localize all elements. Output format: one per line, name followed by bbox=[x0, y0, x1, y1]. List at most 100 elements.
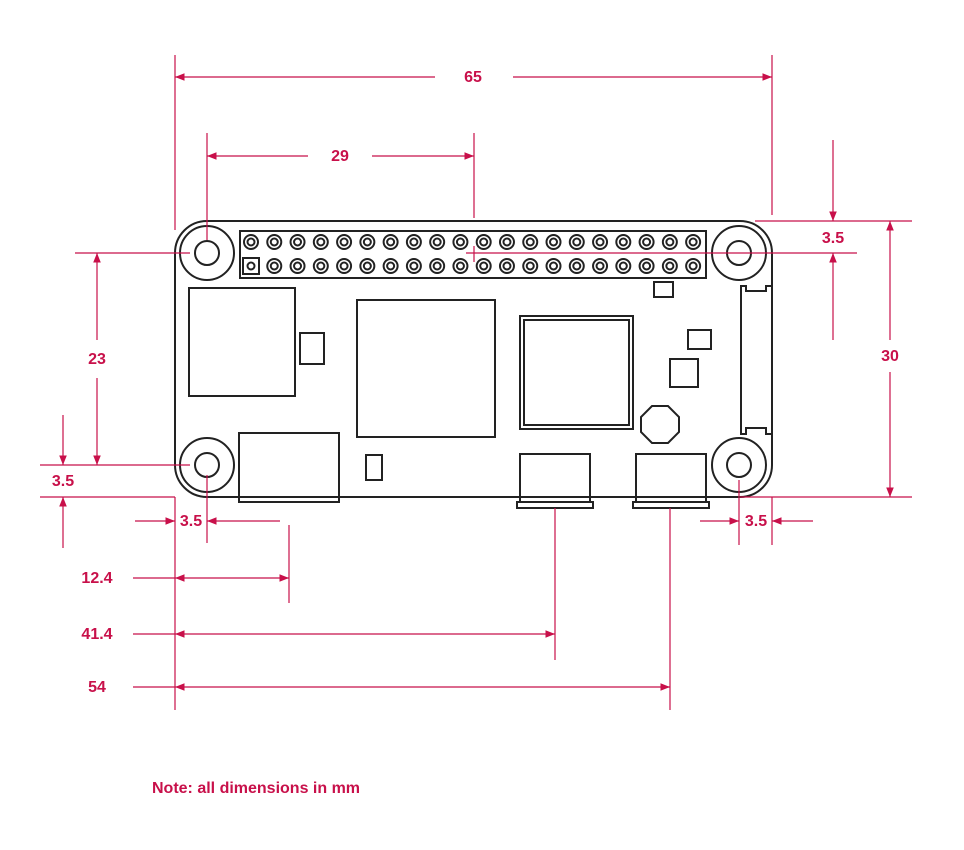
component bbox=[669, 358, 699, 388]
gpio-header bbox=[239, 230, 707, 279]
gpio-pin-hole bbox=[688, 237, 698, 247]
chip bbox=[519, 315, 634, 430]
gpio-pin bbox=[475, 234, 492, 250]
gpio-pin bbox=[289, 234, 306, 250]
gpio-pin-hole bbox=[316, 237, 326, 247]
gpio-pin-hole bbox=[479, 261, 489, 271]
gpio-pin bbox=[615, 258, 632, 274]
gpio-pin bbox=[568, 234, 585, 250]
gpio-pin-hole bbox=[572, 237, 582, 247]
usb-power-port bbox=[635, 453, 707, 503]
gpio-pin-hole bbox=[502, 237, 512, 247]
dim-hole-spacing: 23 bbox=[88, 351, 106, 368]
gpio-pin-hole bbox=[362, 261, 372, 271]
gpio-pin-hole bbox=[432, 237, 442, 247]
gpio-pin bbox=[592, 234, 609, 250]
gpio-pin bbox=[452, 234, 469, 250]
component bbox=[188, 287, 296, 397]
dimension-labels: 65 29 3.5 30 23 3.5 3.5 12.4 41.4 54 3.5… bbox=[52, 69, 899, 797]
gpio-pin bbox=[545, 234, 562, 250]
gpio-pin bbox=[266, 258, 283, 274]
dim-hole-offset-top-right: 3.5 bbox=[822, 230, 844, 247]
gpio-pin-hole bbox=[595, 237, 605, 247]
gpio-pin-hole bbox=[293, 261, 303, 271]
gpio-pin-hole bbox=[502, 261, 512, 271]
gpio-pin bbox=[336, 234, 353, 250]
gpio-pin bbox=[522, 234, 539, 250]
gpio-pin-hole bbox=[549, 261, 559, 271]
gpio-pin-hole bbox=[386, 261, 396, 271]
gpio-pin bbox=[615, 234, 632, 250]
gpio-pin-hole bbox=[339, 237, 349, 247]
gpio-pin bbox=[522, 258, 539, 274]
gpio-pin bbox=[475, 258, 492, 274]
gpio-pin bbox=[498, 258, 515, 274]
dim-board-height: 30 bbox=[881, 348, 899, 365]
component bbox=[687, 329, 712, 350]
gpio-pin-hole bbox=[432, 261, 442, 271]
dim-connector-3: 54 bbox=[88, 679, 106, 696]
gpio-pin bbox=[661, 234, 678, 250]
gpio-pin bbox=[243, 234, 259, 250]
component bbox=[640, 405, 680, 444]
camera-connector bbox=[740, 285, 772, 435]
component bbox=[365, 454, 383, 481]
dim-hole-offset-left: 3.5 bbox=[52, 473, 74, 490]
gpio-pin bbox=[405, 234, 422, 250]
gpio-pin-hole bbox=[269, 261, 279, 271]
gpio-pin bbox=[592, 258, 609, 274]
gpio-pin-hole bbox=[618, 261, 628, 271]
gpio-pin-hole bbox=[479, 237, 489, 247]
gpio-pin-hole bbox=[316, 261, 326, 271]
sd-card-slot bbox=[238, 432, 340, 503]
gpio-pin-hole bbox=[525, 237, 535, 247]
gpio-pin bbox=[382, 234, 399, 250]
component bbox=[653, 281, 674, 298]
gpio-pin-hole bbox=[409, 261, 419, 271]
usb-port bbox=[519, 453, 591, 503]
gpio-pin-hole bbox=[269, 237, 279, 247]
gpio-pin bbox=[638, 258, 655, 274]
gpio-pin-hole bbox=[642, 237, 652, 247]
gpio-pin-hole bbox=[572, 261, 582, 271]
gpio-pin bbox=[685, 234, 702, 250]
gpio-pin bbox=[429, 258, 446, 274]
gpio-pin-hole bbox=[455, 237, 465, 247]
gpio-pin-hole bbox=[455, 261, 465, 271]
gpio-pin-hole bbox=[549, 237, 559, 247]
gpio-pin bbox=[498, 234, 515, 250]
gpio-pin bbox=[266, 234, 283, 250]
gpio-pin-hole bbox=[362, 237, 372, 247]
gpio-pin-hole bbox=[293, 237, 303, 247]
gpio-pin-1 bbox=[242, 257, 260, 275]
gpio-pin bbox=[359, 258, 376, 274]
gpio-pin-hole bbox=[618, 237, 628, 247]
gpio-pin bbox=[359, 234, 376, 250]
component bbox=[299, 332, 325, 365]
gpio-pin-hole bbox=[688, 261, 698, 271]
gpio-pin-hole bbox=[665, 237, 675, 247]
gpio-pins bbox=[242, 234, 702, 275]
gpio-pin bbox=[312, 234, 329, 250]
dimension-lines bbox=[40, 55, 912, 710]
gpio-pin bbox=[452, 258, 469, 274]
gpio-pin bbox=[545, 258, 562, 274]
gpio-pin-hole bbox=[386, 237, 396, 247]
gpio-pin bbox=[638, 234, 655, 250]
dim-connector-1: 12.4 bbox=[81, 570, 112, 587]
gpio-pin bbox=[661, 258, 678, 274]
dim-hole-offset-bottom-right: 3.5 bbox=[745, 513, 767, 530]
gpio-pin bbox=[336, 258, 353, 274]
gpio-pin bbox=[312, 258, 329, 274]
board-outline bbox=[174, 220, 773, 509]
gpio-pin bbox=[685, 258, 702, 274]
gpio-pin-hole bbox=[595, 261, 605, 271]
gpio-pin bbox=[382, 258, 399, 274]
gpio-pin bbox=[405, 258, 422, 274]
dim-hole-offset-bottom-left: 3.5 bbox=[180, 513, 202, 530]
gpio-pin-hole bbox=[409, 237, 419, 247]
gpio-pin-hole bbox=[642, 261, 652, 271]
soc-chip bbox=[356, 299, 496, 438]
gpio-pin-hole bbox=[339, 261, 349, 271]
